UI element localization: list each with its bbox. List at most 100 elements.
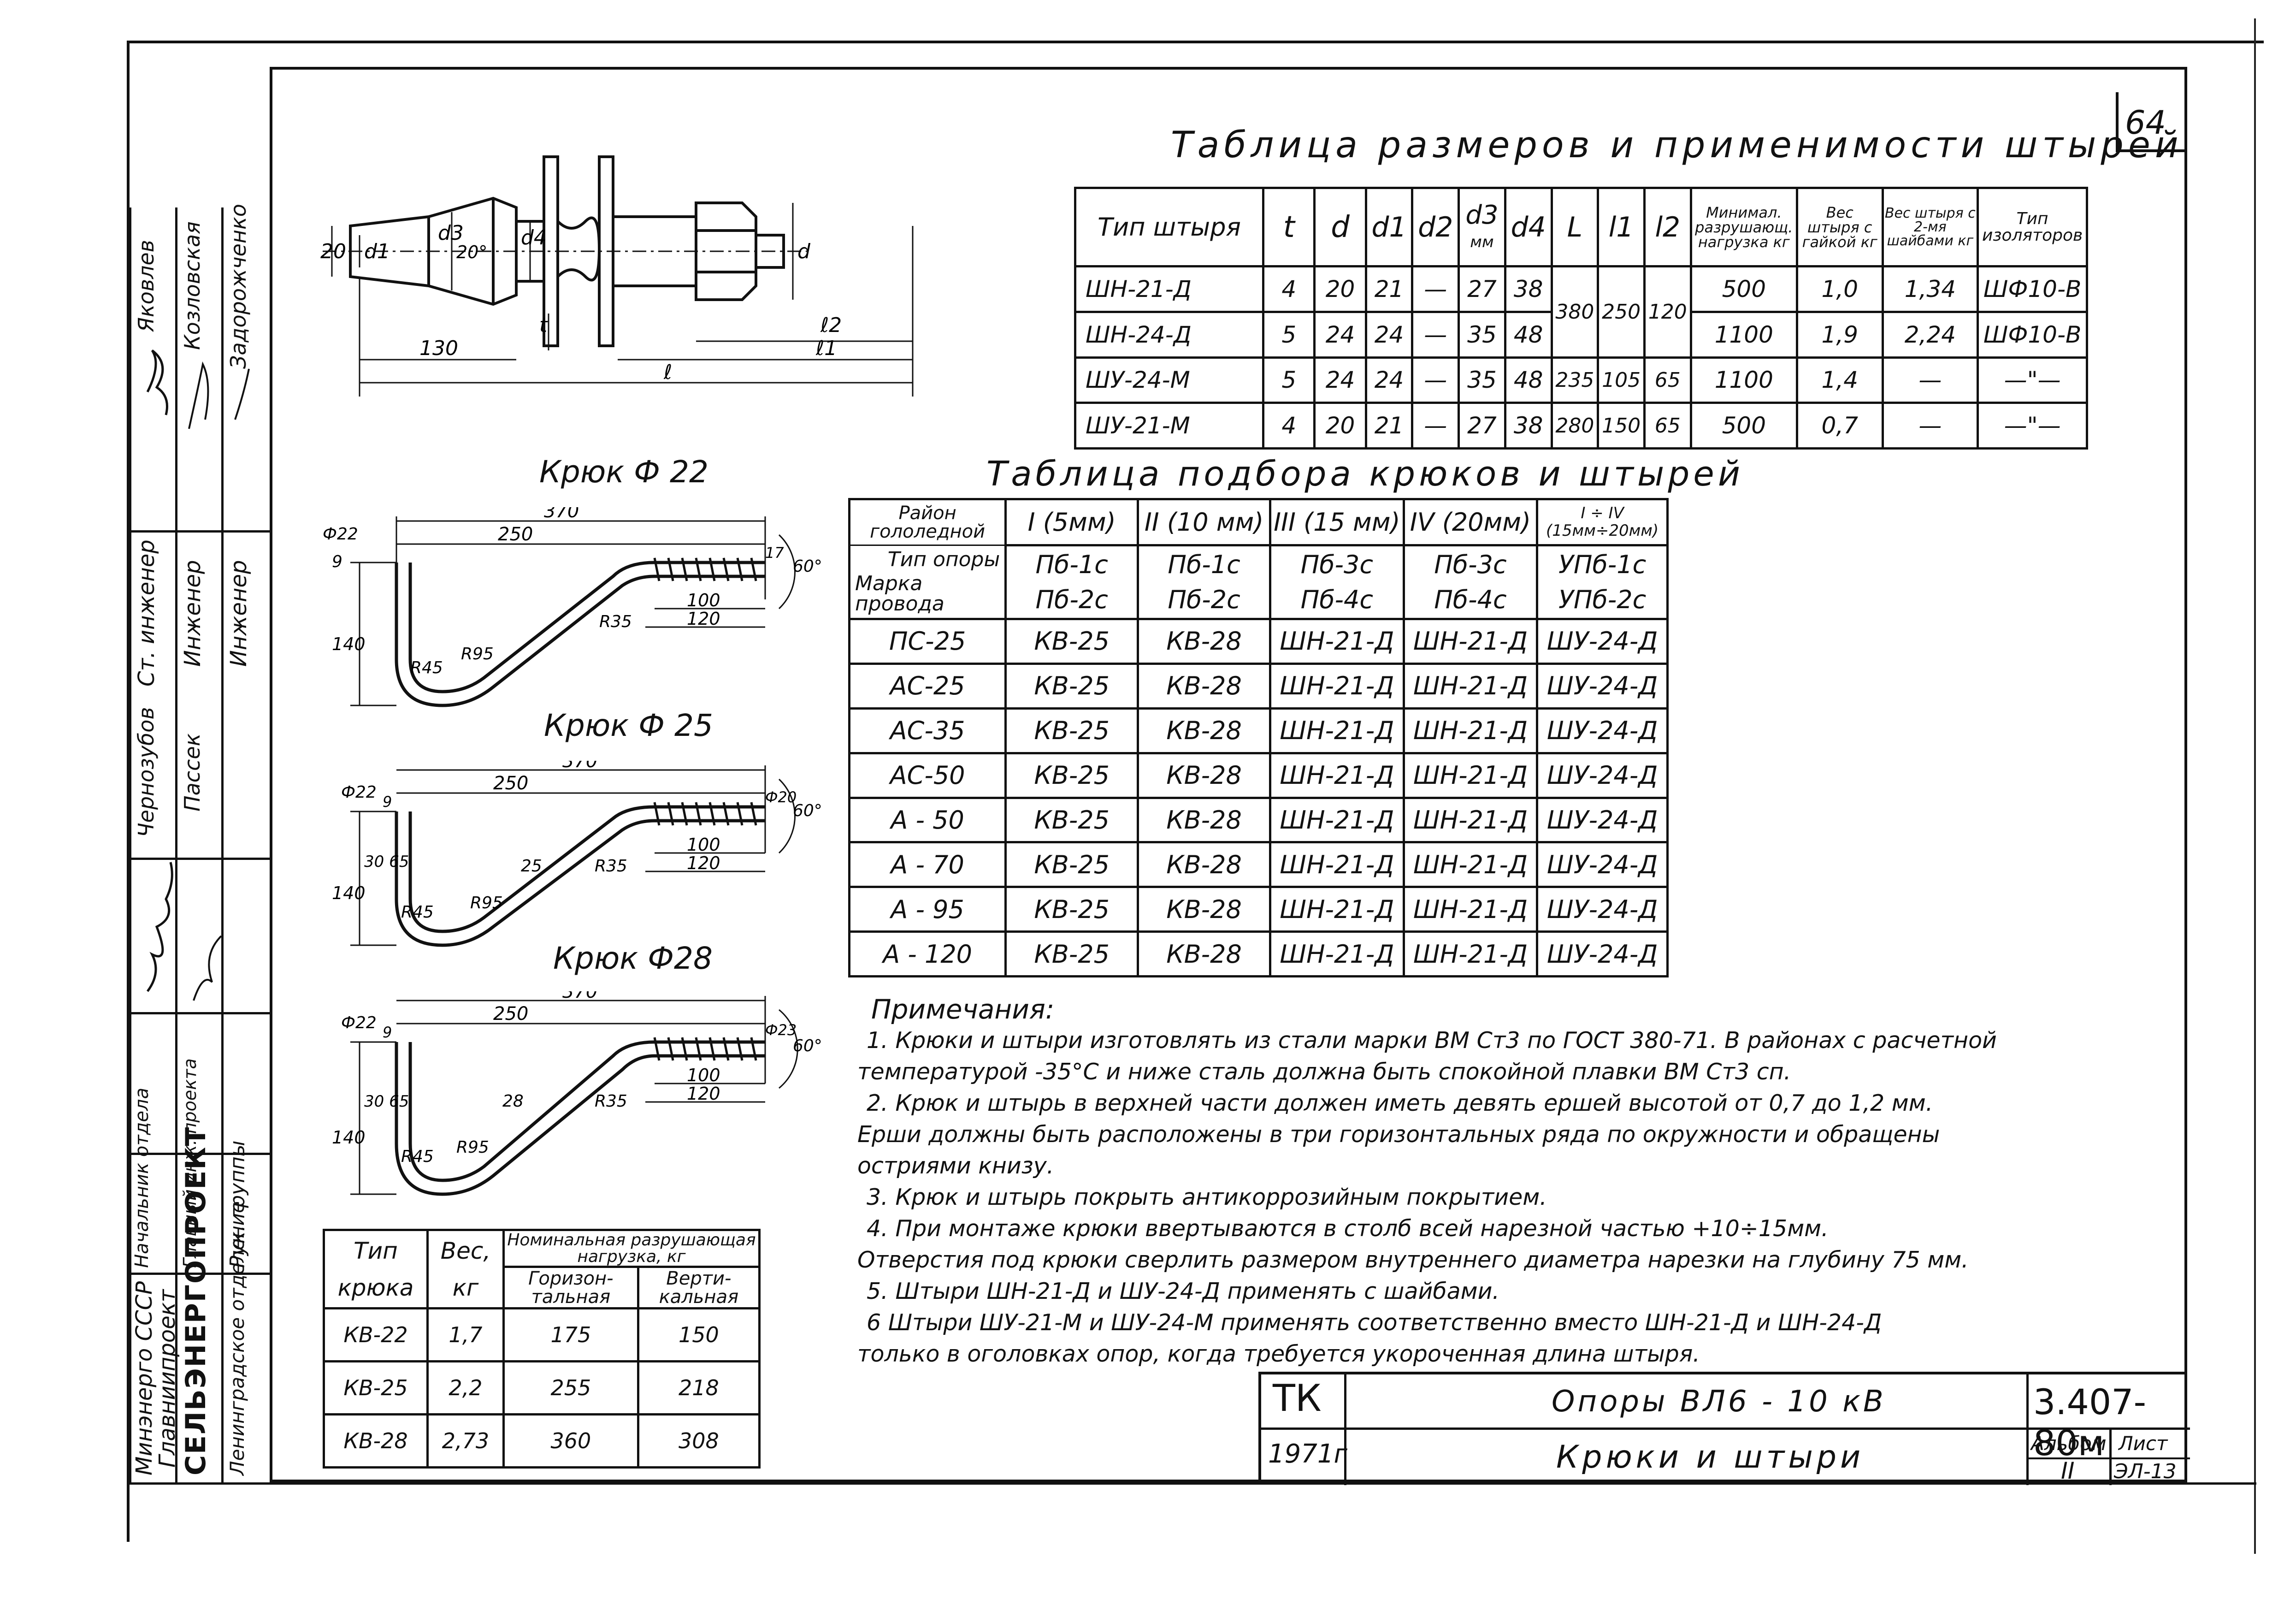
t1-h-d: d [1313, 187, 1367, 267]
t3-r1-vert: 218 [637, 1360, 761, 1416]
t1-h-load: Минимал. разрушающ. нагрузка кг [1689, 187, 1799, 267]
t3-r2-horiz: 360 [502, 1413, 639, 1469]
t1-r0-c3: 21 [1364, 265, 1414, 313]
t3-r2-type: КВ-28 [323, 1413, 429, 1469]
t2-r6-c1: КВ-25 [1004, 886, 1139, 933]
t2-r2-wire: АС-35 [848, 707, 1007, 754]
hook22-len: 370 [544, 507, 579, 522]
t1-r0-c7: 380 [1550, 265, 1600, 359]
pin-drawing: 20 d1 d3 20° d4 d t ℓ2 ℓ1 130 ℓ [320, 155, 914, 397]
table2-header-row: Район гололедной I (5мм) II (10 мм) III … [848, 498, 1669, 546]
page-number: 64 [2125, 104, 2166, 142]
t1-r3-c13: —"— [1977, 402, 2088, 450]
t2-r7-c2: КВ-28 [1137, 930, 1272, 977]
t1-r0-c2: 20 [1313, 265, 1367, 313]
t1-r3-c8: 150 [1597, 402, 1646, 450]
t1-unit-mm: мм [1470, 232, 1494, 251]
t2-r1-c2: КВ-28 [1137, 662, 1272, 710]
t2-r2-c4: ШН-21-Д [1402, 707, 1539, 754]
tb-tk: ТК [1273, 1377, 1322, 1420]
t1-h-L: L [1550, 187, 1600, 267]
t2-r1-c4: ШН-21-Д [1402, 662, 1539, 710]
pin-dim-t: t [539, 314, 548, 337]
t2-r4-c3: ШН-21-Д [1269, 796, 1405, 844]
t1-r3-c6: 38 [1504, 402, 1553, 450]
t1-r2-c11: 1,4 [1796, 356, 1884, 404]
t2-r1-wire: АС-25 [848, 662, 1007, 710]
t1-r2-c2: 24 [1313, 356, 1367, 404]
t2-r7-wire: А - 120 [848, 930, 1007, 977]
t2-col-3: III (15 мм) [1269, 498, 1405, 546]
hook22-d: Ф22 [323, 525, 358, 544]
t2-support-5b: УПб-2с [1558, 585, 1647, 614]
table1-title: Таблица размеров и применимости штырей [1171, 124, 2183, 166]
sheet-right-edge [2254, 18, 2256, 1554]
t2-col-5: I ÷ IV (15мм÷20мм) [1536, 498, 1669, 546]
t2-r7-c4: ШН-21-Д [1402, 930, 1539, 977]
t1-r1-type: ШН-24-Д [1074, 310, 1265, 359]
note-line: температурой -35°С и ниже сталь должна б… [857, 1059, 1791, 1085]
t1-r1-c5: 35 [1458, 310, 1506, 359]
hook28-r3: R35 [595, 1092, 627, 1111]
pin-dim-d: d [797, 240, 811, 263]
t1-h-d3-label: d3 [1465, 200, 1499, 231]
t1-r3-c5: 27 [1458, 402, 1506, 450]
t2-support-2a: Пб-1с [1168, 550, 1240, 579]
tb-album-label: Альбом [2031, 1432, 2107, 1455]
side-stamp: Минэнерго СССР Главниипроект СЕЛЬЭНЕРГОП… [129, 204, 272, 1482]
hook28-d: Ф22 [341, 1013, 377, 1032]
table1-row: ШН-24-Д 5 24 24 — 35 48 1100 1,9 2,24 ШФ… [1074, 310, 2088, 359]
tb-sheet-label: Лист [2119, 1432, 2168, 1455]
hook22-h: 140 [332, 634, 366, 654]
t3-r0-type: КВ-22 [323, 1307, 429, 1362]
hook-22-drawing: 370 250 Ф22 9 140 R45 R95 R35 100 120 60… [323, 507, 822, 707]
t1-r2-c12: — [1881, 356, 1979, 404]
t2-r0-c2: КВ-28 [1137, 618, 1272, 665]
t1-r1-c13: ШФ10-В [1977, 310, 2088, 359]
t1-h-weight-washer: Вес штыря с 2-мя шайбами кг [1881, 187, 1979, 267]
t2-col-2: II (10 мм) [1137, 498, 1272, 546]
t2-r0-wire: ПС-25 [848, 618, 1007, 665]
notes: Примечания: 1. Крюки и штыри изготовлять… [857, 994, 2148, 1370]
table2-title: Таблица подбора крюков и штырей [986, 454, 1744, 494]
t2-r2-c3: ШН-21-Д [1269, 707, 1405, 754]
t2-r0-c1: КВ-25 [1004, 618, 1139, 665]
t1-r1-c4: — [1411, 310, 1460, 359]
t2-r4-c5: ШУ-24-Д [1536, 796, 1669, 844]
t2-r5-c2: КВ-28 [1137, 841, 1272, 888]
t2-col-1: I (5мм) [1004, 498, 1139, 546]
t2-r0-c4: ШН-21-Д [1402, 618, 1539, 665]
hook25-w2: 120 [687, 853, 720, 873]
t1-r0-type: ШН-21-Д [1074, 265, 1265, 313]
t1-r3-c2: 20 [1313, 402, 1367, 450]
t3-h-load: Номинальная разрушающая нагрузка, кг [502, 1229, 761, 1268]
t1-r0-c13: ШФ10-В [1977, 265, 2088, 313]
t2-corner-cell: Тип опоры Марка провода [848, 545, 1007, 620]
t2-support-5a: УПб-1с [1558, 550, 1647, 579]
t1-h-t: t [1262, 187, 1316, 267]
t3-r2-vert: 308 [637, 1413, 761, 1469]
t2-r0-c5: ШУ-24-Д [1536, 618, 1669, 665]
t2-r5-c3: ШН-21-Д [1269, 841, 1405, 888]
table1-row: ШН-21-Д 4 20 21 — 27 38 380 250 120 500 … [1074, 265, 2088, 359]
t2-r7-c3: ШН-21-Д [1269, 930, 1405, 977]
table3-header-row1: Тип крюка Вес, кг Номинальная разрушающа… [323, 1229, 761, 1309]
hook28-r2: R95 [456, 1138, 489, 1157]
hook28-s: 30 65 [364, 1092, 409, 1111]
t1-r2-c13: —"— [1977, 356, 2088, 404]
t1-h-d4: d4 [1504, 187, 1553, 267]
t1-r1-c2: 24 [1313, 310, 1367, 359]
t2-col-4: IV (20мм) [1402, 498, 1539, 546]
hook25-r3: R35 [595, 857, 627, 876]
t3-h-type: Тип крюка [323, 1229, 429, 1309]
t1-r1-c1: 5 [1262, 310, 1316, 359]
